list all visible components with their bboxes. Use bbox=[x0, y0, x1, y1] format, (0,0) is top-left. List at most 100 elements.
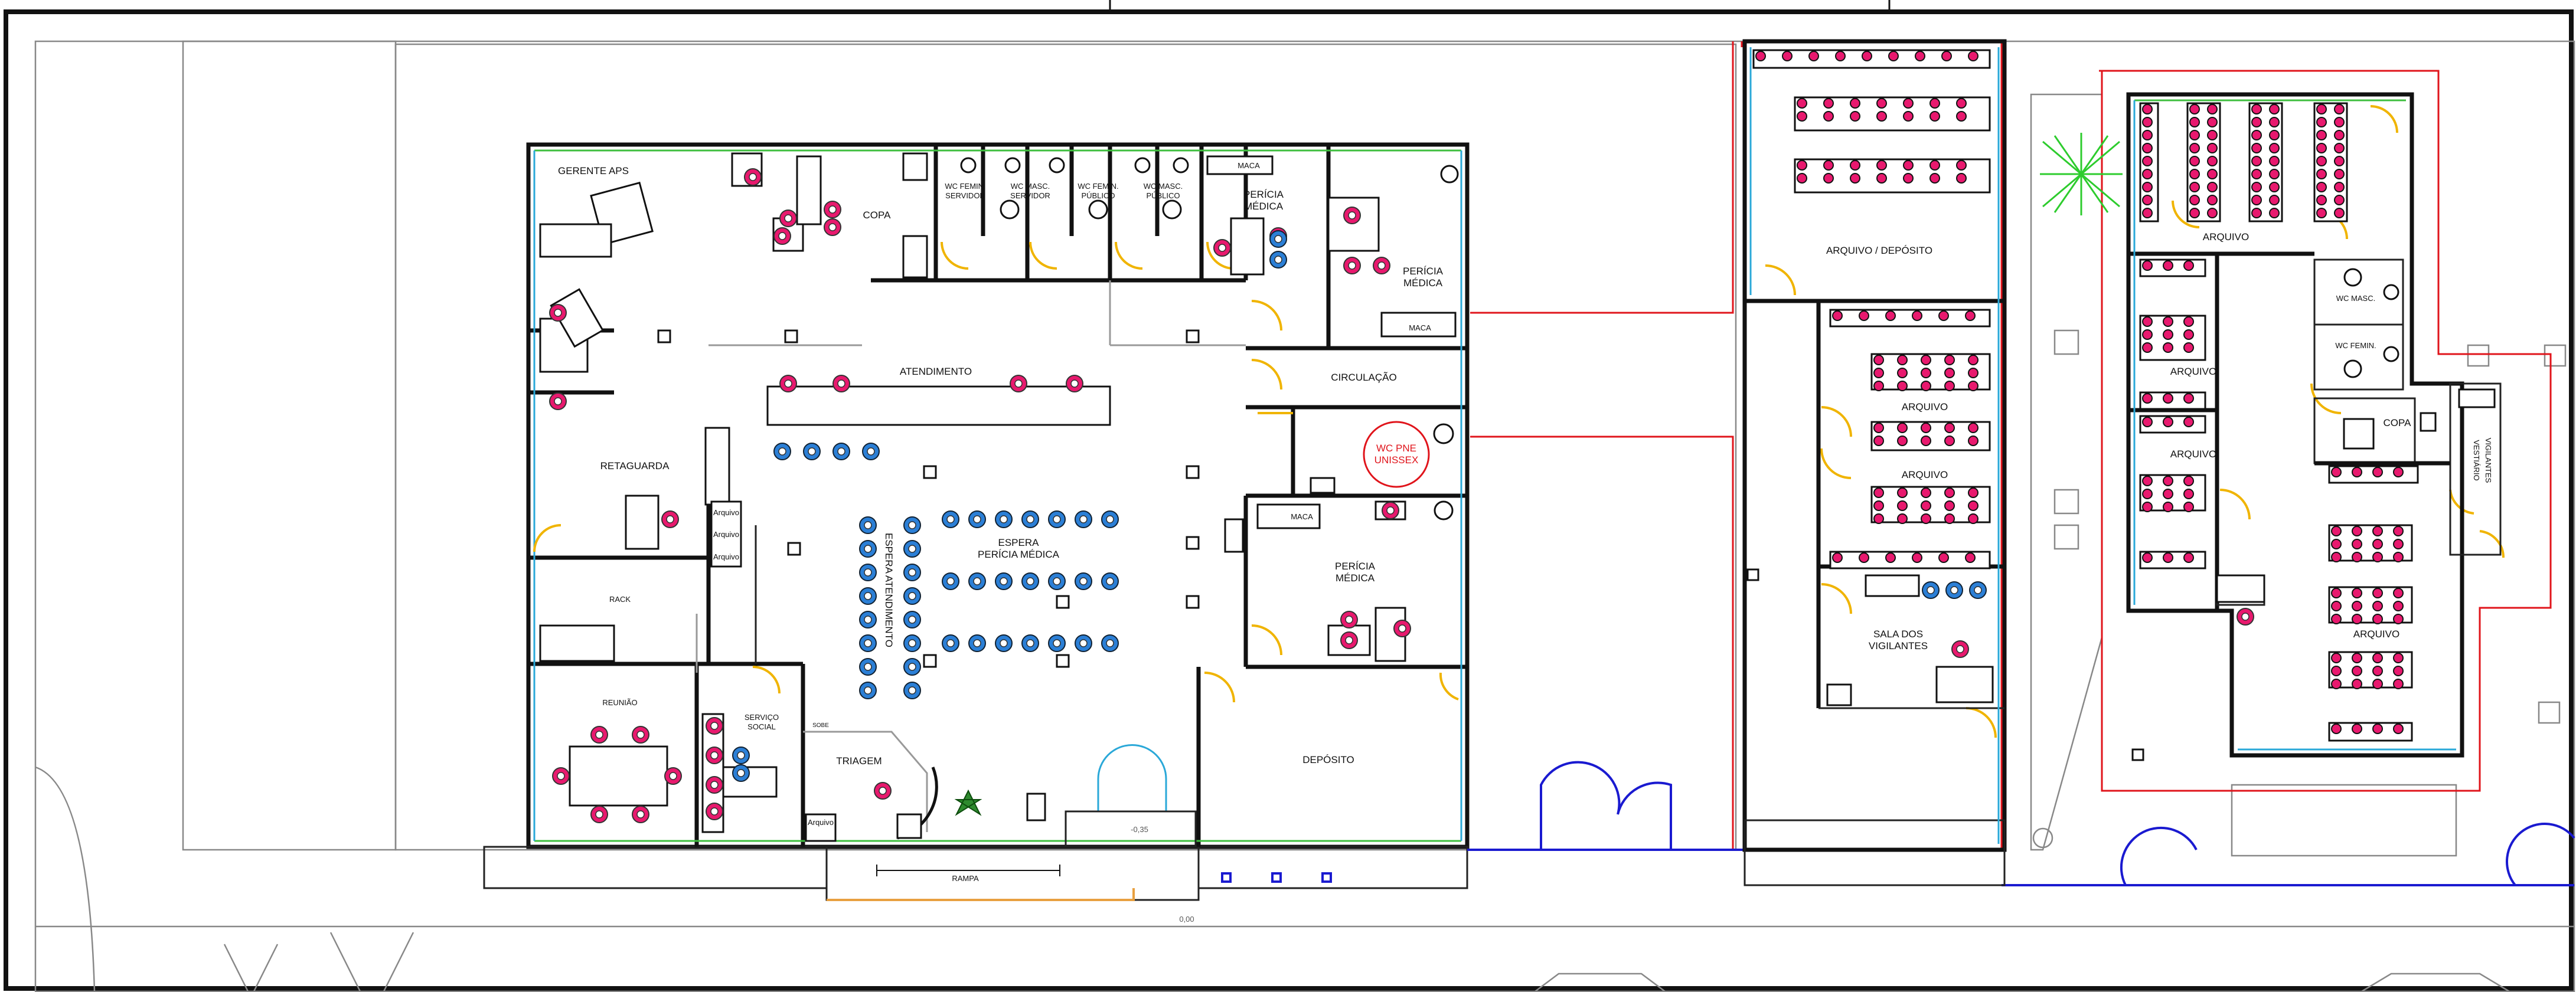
waiting-chair-5-seat bbox=[1274, 256, 1282, 264]
right-shelf-box-2 bbox=[2142, 130, 2153, 140]
label-level-2: 0,00 bbox=[1179, 915, 1194, 924]
right-shelf-box-115 bbox=[2372, 588, 2383, 598]
chair-15-seat bbox=[595, 810, 603, 819]
mid-shelf-box-15 bbox=[1876, 98, 1887, 109]
label-pericia-2a: PERÍCIA bbox=[1403, 266, 1444, 277]
espera-col-a-2-seat bbox=[864, 568, 872, 577]
right-shelf-box-94 bbox=[2352, 467, 2362, 477]
label-pericia-2b: MÉDICA bbox=[1403, 277, 1443, 289]
label-arquivo-small-3: Arquivo bbox=[713, 552, 739, 561]
shelving-right-items bbox=[2142, 104, 2404, 734]
chair-7-seat bbox=[666, 515, 674, 523]
mid-shelf-box-85 bbox=[1885, 552, 1896, 563]
right-shelf-box-10 bbox=[2189, 117, 2200, 127]
right-shelf-box-5 bbox=[2142, 169, 2153, 179]
right-shelf-box-59 bbox=[2334, 169, 2345, 179]
mid-shelf-box-5 bbox=[1888, 51, 1899, 61]
shelving-middle-items bbox=[1755, 51, 1978, 563]
mid-shelf-box-52 bbox=[1944, 355, 1955, 365]
mid-shelf-box-22 bbox=[1956, 111, 1967, 122]
right-shelf-box-21 bbox=[2207, 143, 2218, 153]
right-shelf-box-90 bbox=[2142, 552, 2153, 563]
mid-shelf-box-26 bbox=[1823, 173, 1834, 184]
label-wc-femin-publico-1: WC FEMIN. bbox=[1078, 182, 1118, 191]
mid-shelf-box-20 bbox=[1929, 111, 1940, 122]
mid-shelf-box-69 bbox=[1873, 500, 1884, 511]
label-wc-femin-publico-2: PÚBLICO bbox=[1081, 191, 1115, 200]
right-shelf-box-105 bbox=[2372, 552, 2383, 562]
mid-shelf-box-60 bbox=[1897, 423, 1908, 433]
chair-22-seat bbox=[710, 807, 719, 816]
right-shelf-box-11 bbox=[2189, 130, 2200, 140]
espera-col-b-3-seat bbox=[908, 592, 916, 600]
label-pericia-1b: MÉDICA bbox=[1244, 201, 1284, 212]
chair-28-seat bbox=[1386, 506, 1395, 515]
chair-18-seat bbox=[669, 772, 677, 780]
label-circulacao: CIRCULAÇÃO bbox=[1331, 372, 1396, 383]
right-shelf-box-23 bbox=[2207, 169, 2218, 179]
right-shelf-box-81 bbox=[2142, 476, 2153, 486]
label-pericia-1a: PERÍCIA bbox=[1243, 189, 1284, 200]
espera-chair-0-5-seat bbox=[1079, 515, 1088, 523]
right-shelf-box-36 bbox=[2269, 104, 2280, 114]
espera-chair-0-0-seat bbox=[946, 515, 955, 523]
mid-shelf-box-12 bbox=[1823, 111, 1834, 122]
right-shelf-box-73 bbox=[2183, 329, 2194, 340]
chair-6-seat bbox=[554, 397, 562, 405]
right-shelf-box-20 bbox=[2207, 130, 2218, 140]
right-shelf-box-22 bbox=[2207, 156, 2218, 166]
mid-shelf-box-82 bbox=[1968, 513, 1978, 524]
right-shelf-box-99 bbox=[2331, 552, 2342, 562]
mid-shelf-box-77 bbox=[1944, 487, 1955, 498]
mid-shelf-box-54 bbox=[1944, 381, 1955, 391]
right-shelf-box-120 bbox=[2393, 614, 2404, 624]
right-shelf-box-96 bbox=[2393, 467, 2404, 477]
label-vestiario-b: VIGILANTES bbox=[2484, 438, 2493, 483]
espera-chair-1-1-seat bbox=[973, 577, 981, 585]
right-shelf-box-134 bbox=[2352, 723, 2362, 734]
right-shelf-box-116 bbox=[2372, 601, 2383, 611]
right-shelf-box-112 bbox=[2352, 588, 2362, 598]
mid-shelf-box-35 bbox=[1956, 160, 1967, 171]
right-shelf-box-7 bbox=[2142, 195, 2153, 205]
right-shelf-box-6 bbox=[2142, 182, 2153, 192]
right-shelf-box-54 bbox=[2334, 104, 2345, 114]
right-shelf-box-78 bbox=[2142, 417, 2153, 427]
right-shelf-box-85 bbox=[2163, 489, 2173, 499]
waiting-chair-2-seat bbox=[837, 447, 845, 456]
right-shelf-box-16 bbox=[2189, 195, 2200, 205]
right-shelf-box-34 bbox=[2251, 195, 2262, 205]
right-shelf-box-104 bbox=[2372, 539, 2383, 549]
label-wc-pne-b: UNISSEX bbox=[1374, 454, 1419, 466]
mid-shelf-box-44 bbox=[1873, 368, 1884, 378]
right-shelf-box-4 bbox=[2142, 156, 2153, 166]
right-shelf-box-119 bbox=[2393, 601, 2404, 611]
mid-shelf-box-14 bbox=[1850, 111, 1860, 122]
mid-shelf-box-80 bbox=[1968, 487, 1978, 498]
mid-shelf-box-61 bbox=[1897, 436, 1908, 446]
espera-col-a-7-seat bbox=[864, 686, 872, 695]
site-lines bbox=[34, 40, 2575, 992]
room-labels: GERENTE APS COPA WC FEMIN. SERVIDOR WC M… bbox=[558, 161, 2493, 924]
right-shelf-box-82 bbox=[2142, 489, 2153, 499]
right-shelf-box-33 bbox=[2251, 182, 2262, 192]
chair-10-seat bbox=[1014, 379, 1023, 388]
waiting-chair-7-seat bbox=[737, 769, 745, 777]
mid-shelf-box-47 bbox=[1897, 368, 1908, 378]
label-arquivo-small-1: Arquivo bbox=[713, 508, 739, 517]
right-shelf-box-77 bbox=[2183, 393, 2194, 404]
right-shelf-box-86 bbox=[2163, 502, 2173, 512]
waiting-chair-6-seat bbox=[737, 751, 745, 759]
mid-shelf-box-17 bbox=[1903, 98, 1914, 109]
right-shelf-box-68 bbox=[2142, 342, 2153, 353]
mid-shelf-box-83 bbox=[1832, 552, 1843, 563]
mid-shelf-box-49 bbox=[1921, 355, 1931, 365]
right-shelf-box-43 bbox=[2269, 195, 2280, 205]
label-espera-pericia-b: PERÍCIA MÉDICA bbox=[978, 549, 1060, 560]
label-maca-2: MACA bbox=[1409, 323, 1431, 332]
right-shelf-box-9 bbox=[2189, 104, 2200, 114]
mid-shelf-box-70 bbox=[1873, 513, 1884, 524]
espera-col-a-6-seat bbox=[864, 663, 872, 671]
label-arquivo-2: ARQUIVO bbox=[1902, 469, 1948, 480]
right-shelf-box-70 bbox=[2163, 329, 2173, 340]
